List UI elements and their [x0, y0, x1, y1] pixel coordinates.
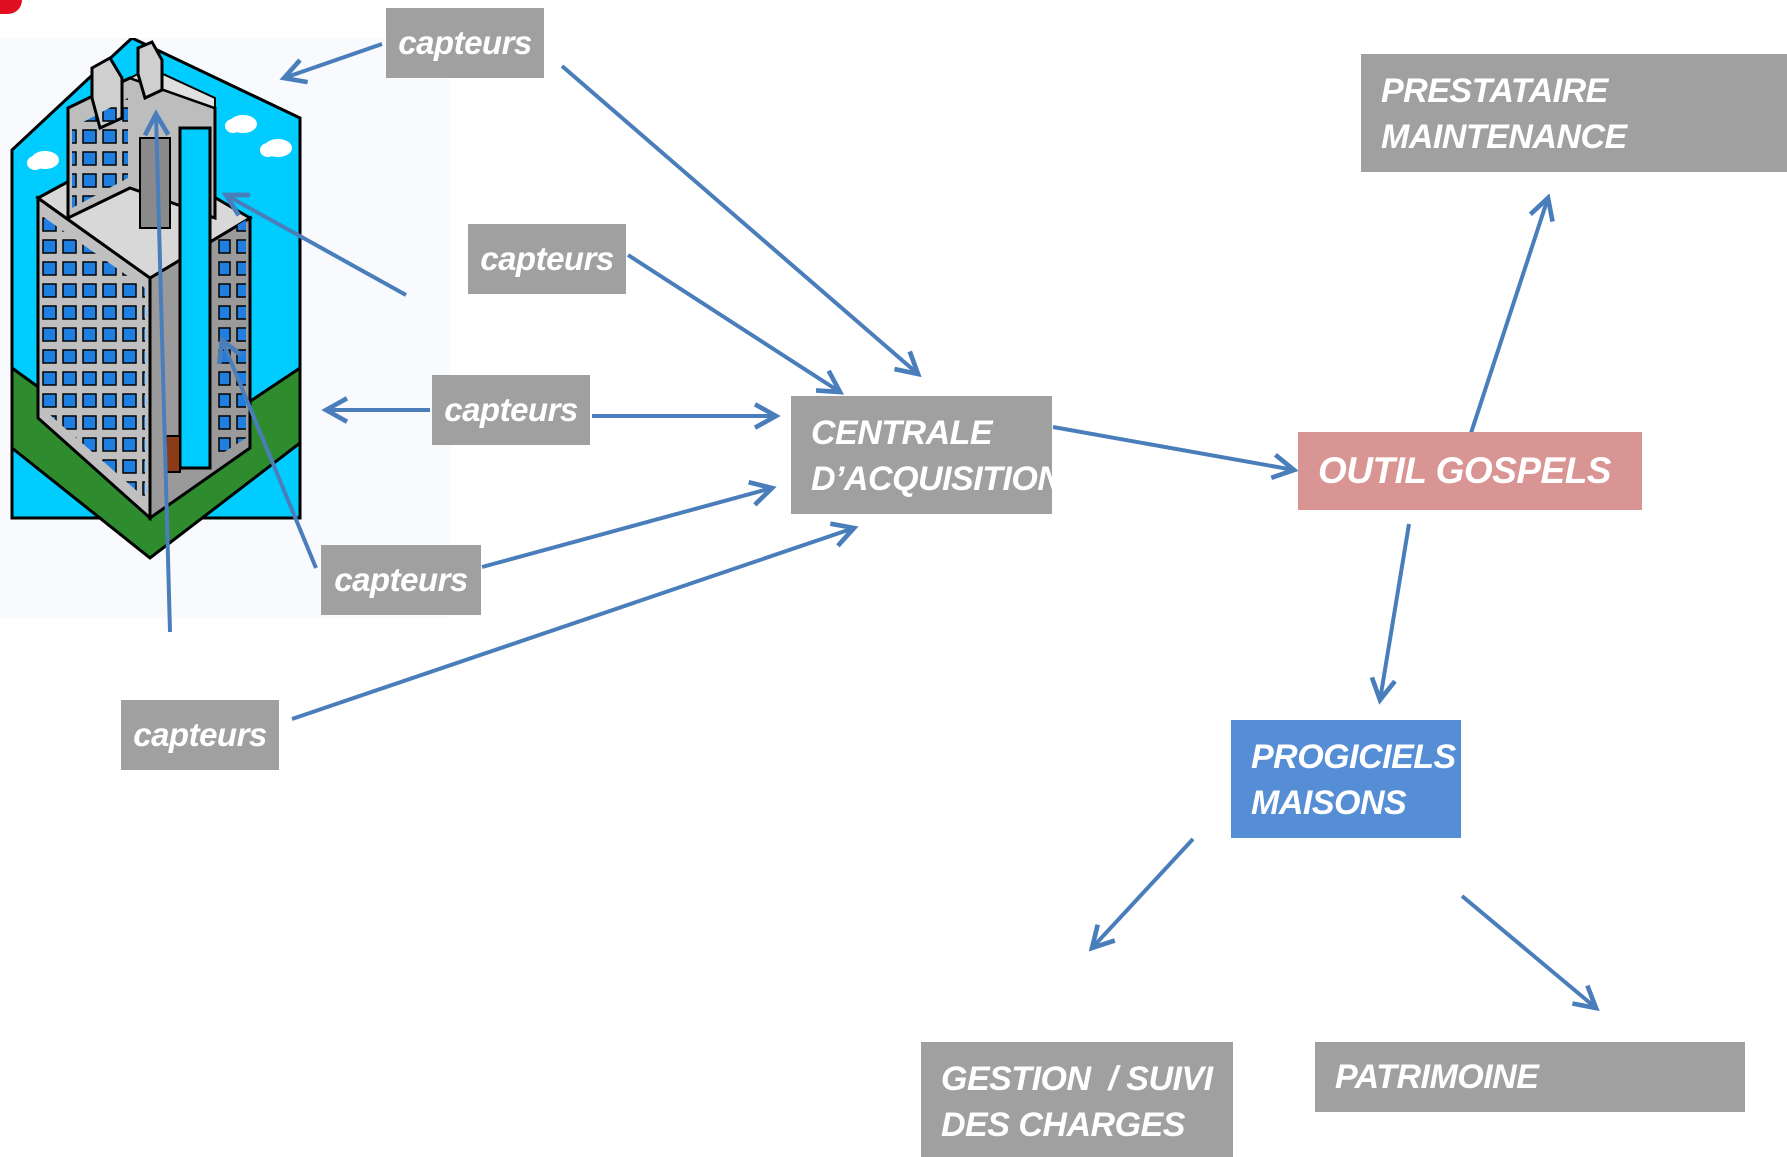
arrow-sensor1-to-building	[284, 42, 383, 78]
arrow-sensor5-to-building	[156, 114, 172, 633]
centrale-line1: CENTRALE	[811, 414, 993, 452]
corner-logo-fragment	[0, 0, 22, 14]
prestataire-maintenance-box: PRESTATAIRE MAINTENANCE	[1361, 54, 1787, 172]
building-illustration	[0, 38, 450, 618]
outil-gospels-label: OUTIL GOSPELS	[1318, 450, 1611, 491]
progiciels-line1: PROGICIELS	[1251, 738, 1456, 776]
sensor-box-middle: capteurs	[432, 375, 590, 445]
progiciels-maisons-box: PROGICIELS MAISONS	[1231, 720, 1461, 838]
sensor-box-bottom: capteurs	[121, 700, 279, 770]
arrow-sensor4-to-centrale	[481, 488, 772, 569]
arrow-centrale-to-outil	[1052, 425, 1294, 470]
sensor-box-lower: capteurs	[321, 545, 481, 615]
arrow-outil-to-prestataire	[1469, 198, 1548, 434]
arrow-sensor1-to-centrale	[560, 64, 918, 374]
outil-gospels-box: OUTIL GOSPELS	[1298, 432, 1642, 510]
centrale-acquisition-box: CENTRALE D’ACQUISITION	[791, 396, 1062, 514]
sensor-box-upper: capteurs	[468, 224, 626, 294]
gestion-line2: DES CHARGES	[941, 1106, 1185, 1144]
sensor-label: capteurs	[444, 391, 578, 428]
arrow-sensor5-to-centrale	[291, 528, 854, 721]
progiciels-line2: MAISONS	[1251, 784, 1407, 822]
patrimoine-box: PATRIMOINE	[1315, 1042, 1745, 1112]
arrow-progiciels-to-patrimoine	[1460, 894, 1596, 1008]
arrow-outil-to-progiciels	[1380, 523, 1411, 700]
patrimoine-label: PATRIMOINE	[1335, 1057, 1539, 1096]
sensor-label: capteurs	[398, 24, 532, 61]
sensor-label: capteurs	[480, 240, 614, 277]
arrow-progiciels-to-gestion	[1092, 837, 1195, 948]
sensor-box-top: capteurs	[386, 8, 544, 78]
prestataire-line2: MAINTENANCE	[1381, 118, 1627, 156]
sensor-label: capteurs	[334, 561, 468, 598]
gestion-line1: GESTION / SUIVI	[941, 1060, 1213, 1098]
sensor-label: capteurs	[133, 716, 267, 753]
arrow-sensor2-to-building	[226, 195, 407, 297]
gestion-charges-box: GESTION / SUIVI DES CHARGES	[921, 1042, 1233, 1157]
arrow-sensor4-to-building	[222, 340, 318, 569]
prestataire-line1: PRESTATAIRE	[1381, 72, 1608, 110]
arrow-sensor2-to-centrale	[626, 253, 840, 392]
centrale-line2: D’ACQUISITION	[811, 460, 1062, 498]
